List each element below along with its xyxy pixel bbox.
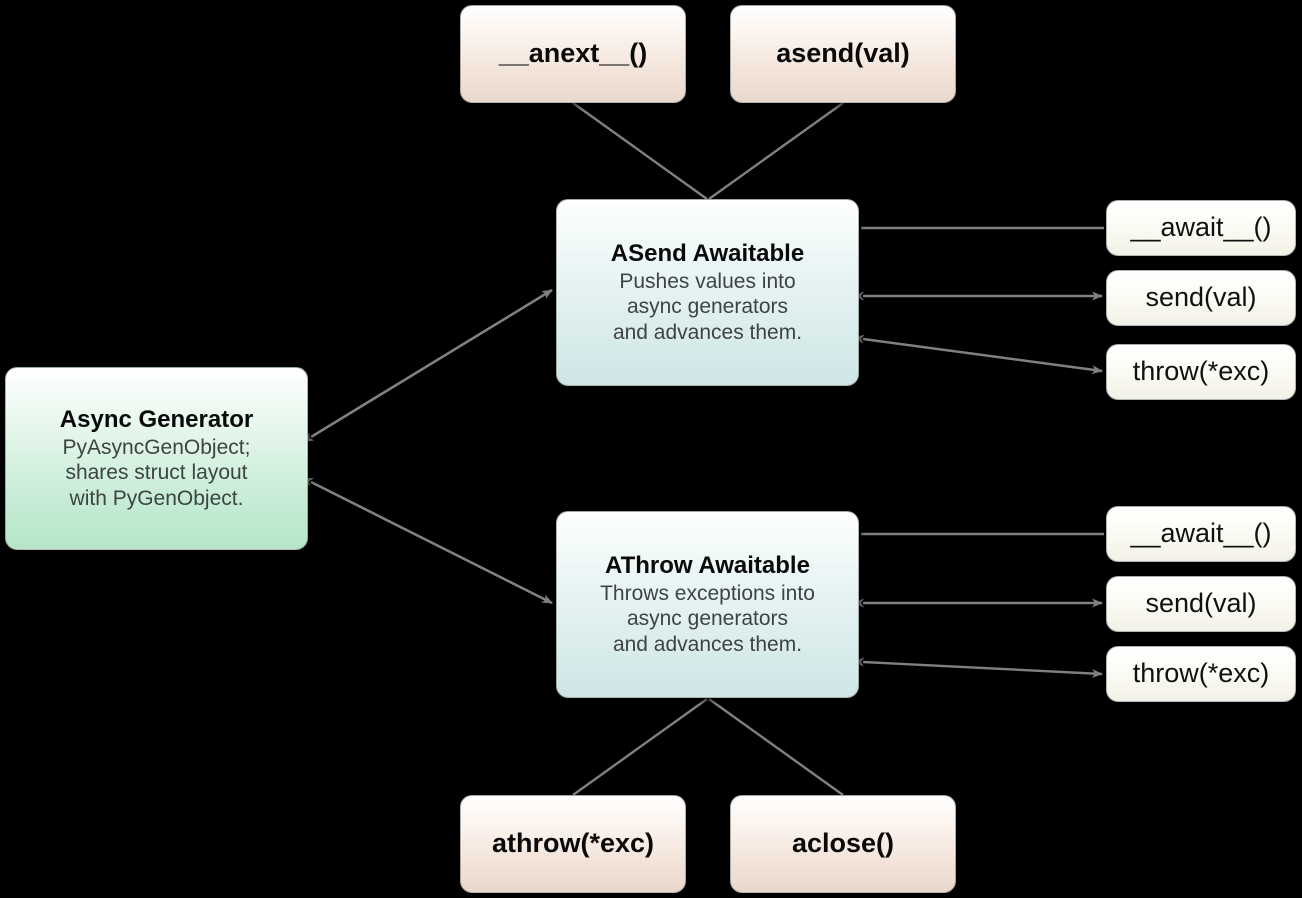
node-asend-awaitable[interactable]: ASend Awaitable Pushes values into async…: [556, 199, 859, 386]
edge-asend-to-asend-awaitable: [708, 102, 844, 200]
node-label: throw(*exc): [1132, 356, 1270, 387]
node-asend-send-method[interactable]: send(val): [1106, 270, 1296, 326]
node-description-line: and advances them.: [612, 320, 803, 344]
node-athrow-method[interactable]: athrow(*exc): [460, 795, 686, 893]
node-description-line: with PyGenObject.: [69, 486, 244, 510]
node-asend-method[interactable]: asend(val): [730, 5, 956, 103]
edge-aclose-to-athrow-awaitable: [708, 698, 844, 796]
node-description: PyAsyncGenObject; shares struct layout w…: [63, 435, 251, 511]
node-label: aclose(): [791, 828, 895, 859]
node-label: __anext__(): [498, 38, 648, 69]
edge-generator-athrow-awaitable: [302, 477, 553, 605]
node-asend-await-method[interactable]: __await__(): [1106, 200, 1296, 256]
node-description-line: and advances them.: [612, 632, 803, 656]
node-aclose-method[interactable]: aclose(): [730, 795, 956, 893]
edge-asend-throw: [853, 334, 1103, 375]
node-athrow-awaitable[interactable]: AThrow Awaitable Throws exceptions into …: [556, 511, 859, 698]
node-description-line: async generators: [626, 295, 789, 319]
node-label: asend(val): [776, 38, 910, 69]
node-description-line: PyAsyncGenObject;: [62, 436, 251, 460]
node-description-line: async generators: [626, 607, 789, 631]
node-athrow-throw-method[interactable]: throw(*exc): [1106, 646, 1296, 702]
node-athrow-await-method[interactable]: __await__(): [1106, 506, 1296, 562]
node-label: throw(*exc): [1132, 658, 1270, 689]
node-async-generator[interactable]: Async Generator PyAsyncGenObject; shares…: [5, 367, 308, 550]
edge-anext-to-asend-awaitable: [572, 102, 708, 200]
edge-athrow-throw: [853, 657, 1103, 678]
edge-generator-asend-awaitable: [302, 288, 553, 443]
node-label: send(val): [1145, 282, 1257, 313]
node-description: Throws exceptions into async generators …: [600, 581, 815, 657]
edge-athrow-method-to-athrow-awaitable: [572, 698, 708, 796]
node-title: Async Generator: [59, 406, 254, 434]
node-label: send(val): [1145, 588, 1257, 619]
node-label: __await__(): [1130, 518, 1272, 549]
node-asend-throw-method[interactable]: throw(*exc): [1106, 344, 1296, 400]
node-anext-method[interactable]: __anext__(): [460, 5, 686, 103]
node-athrow-send-method[interactable]: send(val): [1106, 576, 1296, 632]
node-description-line: Pushes values into: [619, 270, 796, 294]
node-label: __await__(): [1130, 212, 1272, 243]
node-description-line: Throws exceptions into: [600, 582, 815, 606]
node-title: AThrow Awaitable: [605, 552, 810, 580]
node-label: athrow(*exc): [491, 828, 655, 859]
node-description-line: shares struct layout: [65, 461, 248, 485]
node-description: Pushes values into async generators and …: [613, 269, 802, 345]
node-title: ASend Awaitable: [610, 240, 805, 268]
